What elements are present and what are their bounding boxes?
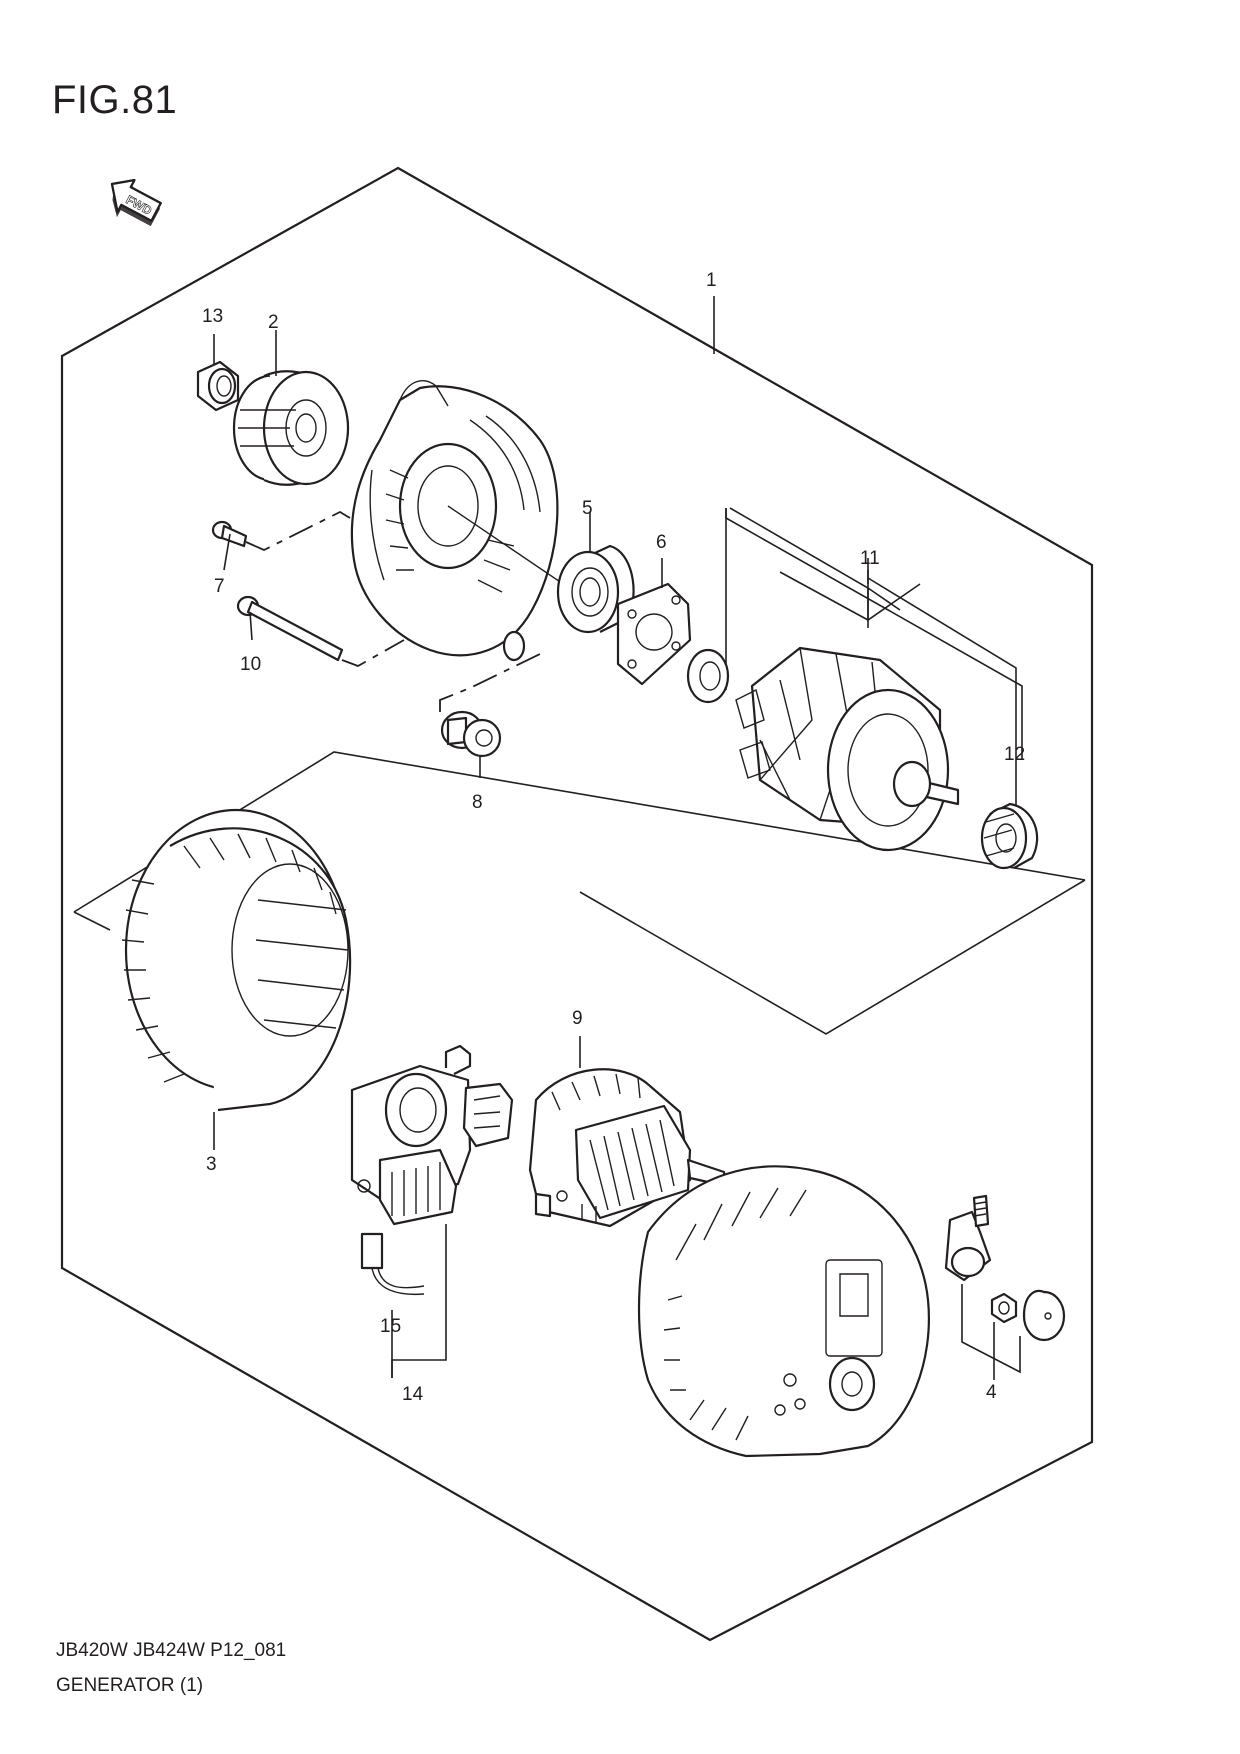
part-6-retainer-plate bbox=[616, 558, 692, 686]
callout-10: 10 bbox=[240, 654, 261, 675]
callout-5: 5 bbox=[582, 498, 593, 519]
stator-panel-lower bbox=[73, 911, 111, 931]
part-3-stator bbox=[121, 808, 352, 1150]
callout-9: 9 bbox=[572, 1008, 583, 1029]
callout-1: 1 bbox=[706, 270, 717, 291]
callout-13: 13 bbox=[202, 306, 223, 327]
part-4-terminal-set bbox=[944, 1194, 1066, 1380]
part-8-collar bbox=[439, 653, 541, 778]
callout-3: 3 bbox=[206, 1154, 217, 1175]
part-11-rotor bbox=[686, 507, 960, 852]
part-12-rear-bearing bbox=[867, 577, 1039, 870]
callout-14: 14 bbox=[402, 1384, 424, 1405]
callout-7: 7 bbox=[214, 576, 225, 597]
figure-title: FIG.81 bbox=[52, 78, 178, 122]
callout-6: 6 bbox=[656, 532, 667, 553]
callout-8: 8 bbox=[472, 792, 483, 813]
part-13-pulley-nut bbox=[196, 334, 240, 412]
diagram-name: GENERATOR (1) bbox=[56, 1675, 204, 1696]
part-5-bearing bbox=[556, 512, 635, 634]
callout-11: 11 bbox=[860, 548, 880, 569]
part-10-long-bolt bbox=[236, 595, 405, 667]
callout-12: 12 bbox=[1004, 744, 1025, 765]
part-7-bolt bbox=[211, 510, 351, 571]
callout-15: 15 bbox=[380, 1316, 401, 1337]
drive-end-frame bbox=[350, 380, 641, 662]
callout-2: 2 bbox=[268, 312, 279, 333]
assembly-outline bbox=[60, 166, 1094, 1642]
part-2-pulley bbox=[232, 330, 350, 486]
part-14-voltage-regulator bbox=[350, 1044, 514, 1378]
rear-end-frame bbox=[637, 1165, 930, 1458]
stator-panel-right bbox=[579, 879, 1086, 1035]
fwd-arrow-icon: FWD bbox=[110, 178, 162, 227]
drawing-code: JB420W JB424W P12_081 bbox=[56, 1640, 287, 1661]
part-15-wiring-connector bbox=[360, 1232, 425, 1360]
callout-4: 4 bbox=[986, 1382, 997, 1403]
